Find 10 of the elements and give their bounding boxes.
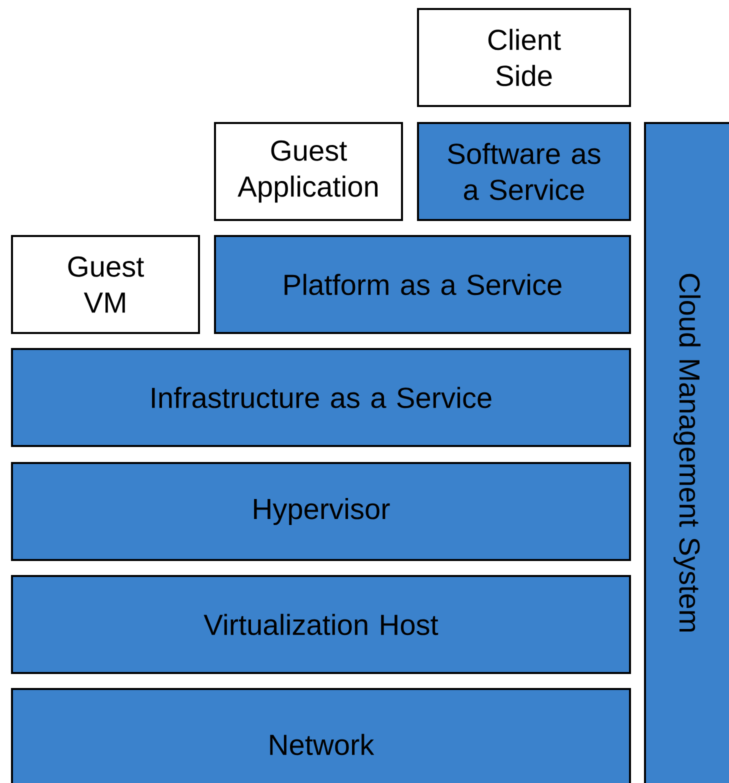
- layer-box: Hypervisor: [11, 462, 631, 561]
- layer-box: Platform as a Service: [214, 235, 631, 334]
- layer-box: Client Side: [417, 8, 631, 107]
- layer-box: Infrastructure as a Service: [11, 348, 631, 447]
- layer-box: Virtualization Host: [11, 575, 631, 674]
- layer-box: Software as a Service: [417, 122, 631, 221]
- layer-box: Guest Application: [214, 122, 403, 221]
- layer-box: Guest VM: [11, 235, 200, 334]
- layer-box: Network: [11, 688, 631, 783]
- side-bar: Cloud Management System: [644, 122, 729, 783]
